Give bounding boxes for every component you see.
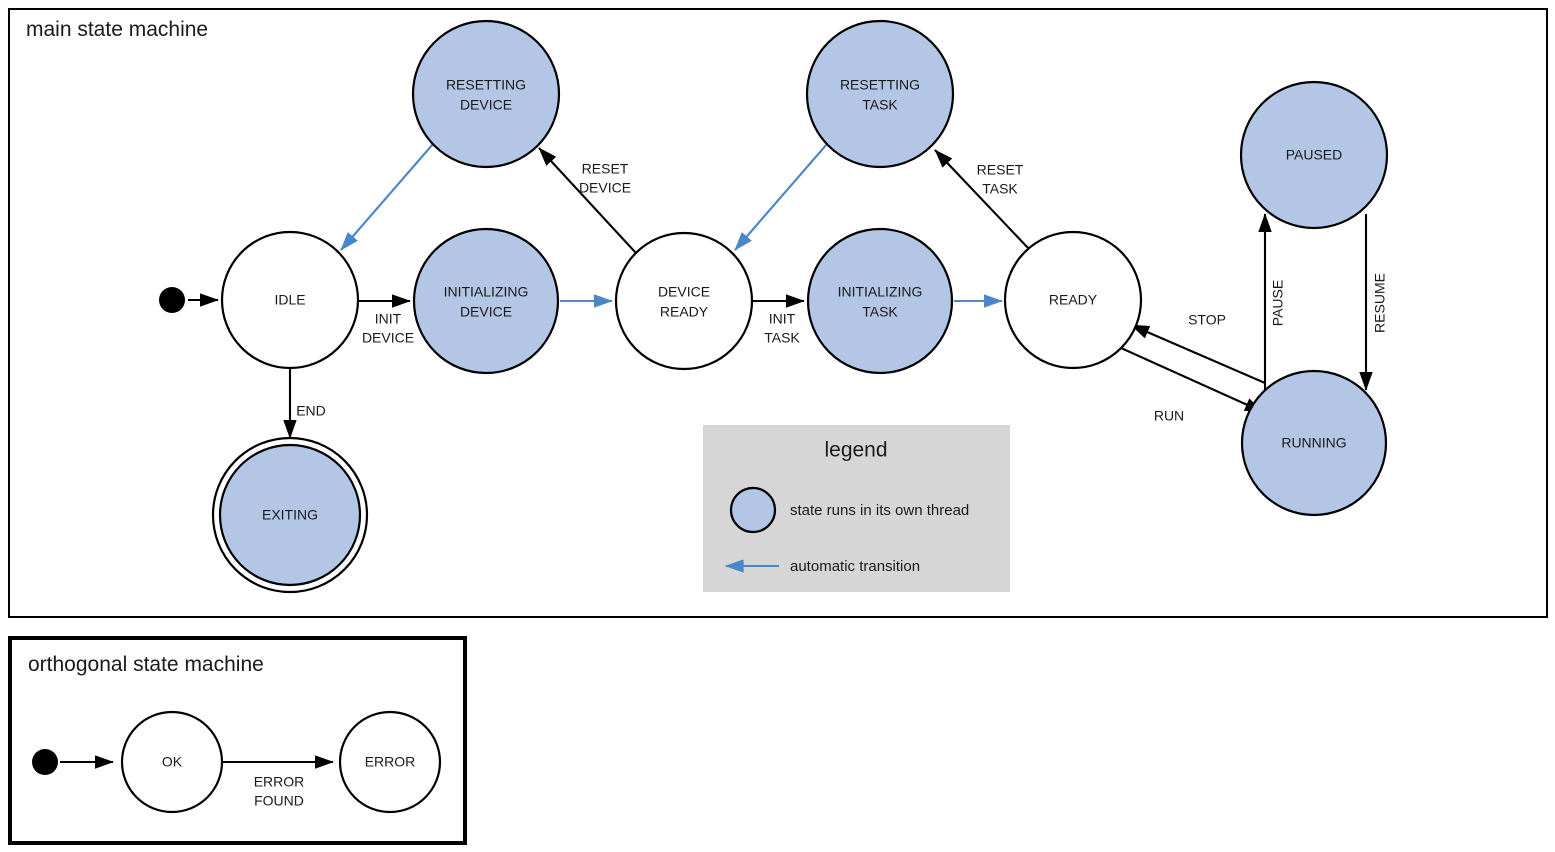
- state-error-label: ERROR: [365, 754, 416, 770]
- state-idle[interactable]: IDLE: [220, 230, 360, 370]
- state-paused[interactable]: PAUSED: [1239, 80, 1389, 230]
- state-exiting-shape[interactable]: [218, 443, 362, 587]
- state-initializing-device-label-line2: DEVICE: [460, 304, 512, 320]
- state-resetting-task-label-line2: TASK: [862, 97, 898, 113]
- state-ready[interactable]: READY: [1003, 230, 1143, 370]
- state-device-ready-label-line2: READY: [660, 304, 709, 320]
- state-ok-shape[interactable]: [120, 710, 224, 814]
- transition-label-reset-device-line1: RESET: [582, 161, 629, 177]
- state-initializing-device-label-line1: INITIALIZING: [444, 284, 529, 300]
- transition-label-init-task-line2: TASK: [764, 330, 800, 346]
- legend: legend state runs in its own thread auto…: [703, 425, 1010, 592]
- state-idle-label: IDLE: [274, 292, 305, 308]
- state-resetting-device-label-line1: RESETTING: [446, 77, 526, 93]
- state-running-shape[interactable]: [1240, 369, 1388, 517]
- state-resetting-task-label-line1: RESETTING: [840, 77, 920, 93]
- orthogonal-frame-title: orthogonal state machine: [28, 653, 264, 676]
- transition-resetting-task-to-device-ready: [734, 143, 828, 251]
- transition-label-end: END: [296, 403, 326, 419]
- state-initializing-device-shape[interactable]: [412, 227, 560, 375]
- state-resetting-device-shape[interactable]: [411, 19, 561, 169]
- transition-label-reset-device-line2: DEVICE: [579, 180, 631, 196]
- orthogonal-states: OK ERROR: [120, 710, 442, 814]
- state-exiting[interactable]: EXITING: [211, 436, 369, 594]
- state-running[interactable]: RUNNING: [1240, 369, 1388, 517]
- legend-thread-state-icon: [729, 486, 777, 534]
- state-running-label: RUNNING: [1281, 435, 1346, 451]
- main-transitions: INIT DEVICE RESET DEVICE INIT TASK RESET…: [188, 143, 1388, 439]
- legend-item-automatic-transition-label: automatic transition: [790, 558, 920, 575]
- state-initializing-task[interactable]: INITIALIZING TASK: [806, 227, 954, 375]
- orthogonal-transitions: ERROR FOUND: [60, 755, 334, 809]
- legend-item-thread-state-label: state runs in its own thread: [790, 502, 969, 519]
- state-resetting-task[interactable]: RESETTING TASK: [805, 19, 955, 169]
- state-error-shape[interactable]: [338, 710, 442, 814]
- transition-label-init-task-line1: INIT: [769, 311, 796, 327]
- state-paused-shape[interactable]: [1239, 80, 1389, 230]
- state-resetting-device-label-line2: DEVICE: [460, 97, 512, 113]
- state-device-ready[interactable]: DEVICE READY: [614, 231, 754, 371]
- transition-label-init-device-line2: DEVICE: [362, 330, 414, 346]
- state-resetting-device[interactable]: RESETTING DEVICE: [411, 19, 561, 169]
- transition-ready-to-resetting-task: [934, 149, 1030, 250]
- transition-ready-to-running: [1120, 347, 1264, 413]
- transition-label-stop: STOP: [1188, 312, 1226, 328]
- transition-label-error-found-line1: ERROR: [254, 774, 305, 790]
- state-error[interactable]: ERROR: [338, 710, 442, 814]
- state-initializing-device[interactable]: INITIALIZING DEVICE: [412, 227, 560, 375]
- state-ready-shape[interactable]: [1003, 230, 1143, 370]
- state-paused-label: PAUSED: [1286, 147, 1343, 163]
- transition-label-pause: PAUSE: [1270, 280, 1286, 326]
- state-initializing-task-shape[interactable]: [806, 227, 954, 375]
- main-frame-title: main state machine: [26, 18, 208, 41]
- transition-label-run: RUN: [1154, 408, 1184, 424]
- state-idle-shape[interactable]: [220, 230, 360, 370]
- state-initializing-task-label-line1: INITIALIZING: [838, 284, 923, 300]
- main-states: IDLE RESETTING DEVICE INITIALIZING DEVIC…: [211, 19, 1389, 594]
- state-ready-label: READY: [1049, 292, 1098, 308]
- state-resetting-task-shape[interactable]: [805, 19, 955, 169]
- transition-resetting-device-to-idle: [340, 143, 434, 251]
- transition-label-init-device-line1: INIT: [375, 311, 402, 327]
- transition-running-to-ready: [1130, 324, 1266, 384]
- transition-label-error-found-line2: FOUND: [254, 793, 304, 809]
- transition-label-reset-task-line1: RESET: [977, 162, 1024, 178]
- initial-state-dot-orthogonal: [32, 749, 58, 775]
- legend-title: legend: [824, 439, 887, 462]
- state-device-ready-shape[interactable]: [614, 231, 754, 371]
- state-exiting-label: EXITING: [262, 507, 318, 523]
- state-ok-label: OK: [162, 754, 183, 770]
- state-ok[interactable]: OK: [120, 710, 224, 814]
- initial-state-dot-main: [159, 287, 185, 313]
- state-initializing-task-label-line2: TASK: [862, 304, 898, 320]
- state-device-ready-label-line1: DEVICE: [658, 284, 710, 300]
- transition-device-ready-to-resetting-device: [538, 147, 637, 254]
- transition-label-reset-task-line2: TASK: [982, 181, 1018, 197]
- transition-label-resume: RESUME: [1372, 273, 1388, 333]
